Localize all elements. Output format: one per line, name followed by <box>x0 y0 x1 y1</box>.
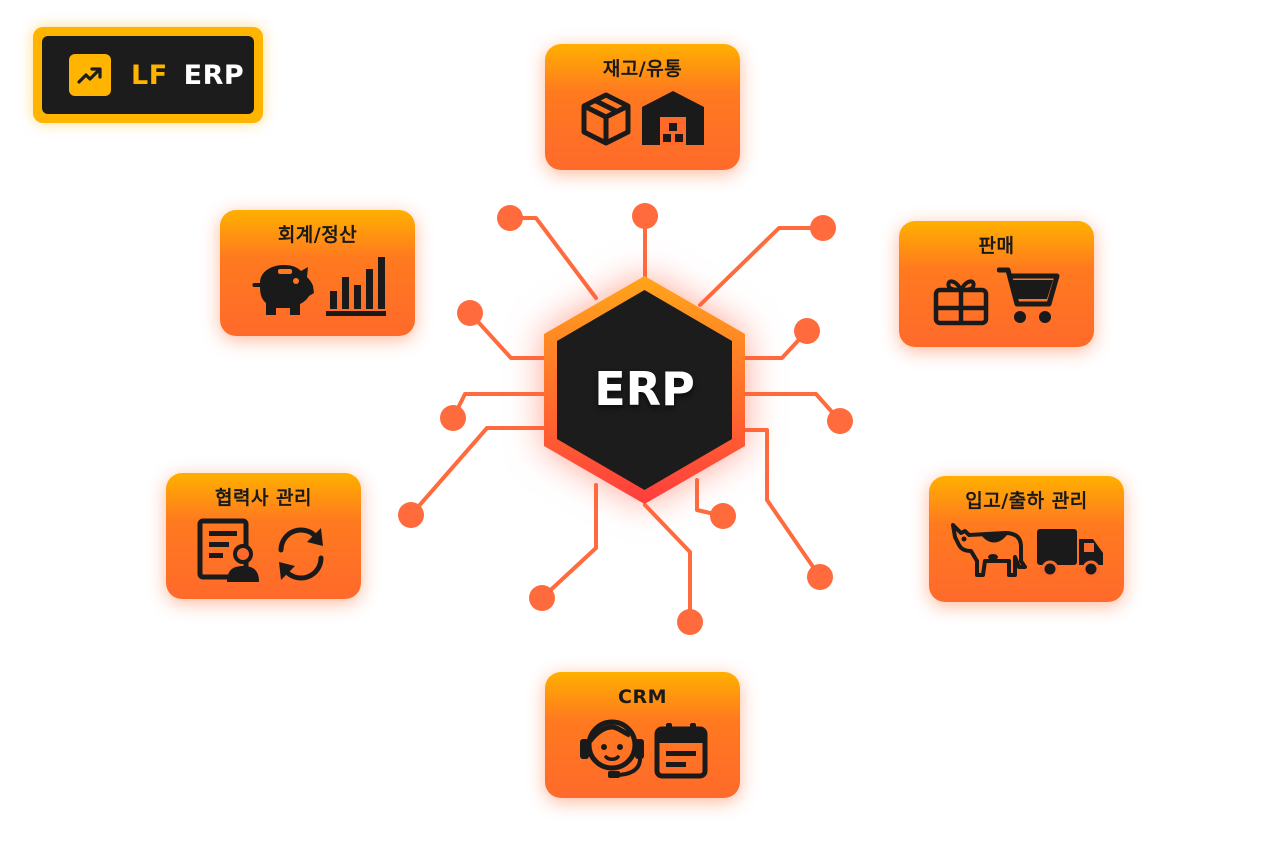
shopping-cart-icon <box>996 267 1059 323</box>
circuit-trace <box>540 483 598 600</box>
headset-agent-icon <box>579 719 644 778</box>
circuit-trace <box>698 226 825 307</box>
circuit-node <box>794 318 820 344</box>
warehouse-icon <box>641 91 704 145</box>
circuit-trace <box>409 426 547 517</box>
circuit-trace <box>468 311 550 360</box>
module-inventory[interactable]: 재고/유통 <box>545 44 740 170</box>
refresh-icon <box>278 527 323 581</box>
module-title: 입고/출하 관리 <box>965 490 1088 512</box>
delivery-truck-icon <box>1036 529 1103 578</box>
module-title: 재고/유통 <box>602 58 683 80</box>
module-title: 협력사 관리 <box>214 487 312 509</box>
circuit-trace <box>451 392 547 420</box>
circuit-node <box>632 203 658 229</box>
logo-lf-text: LF <box>131 59 168 91</box>
contract-icon <box>197 518 259 582</box>
piggy-bank-icon <box>252 265 314 315</box>
erp-hub <box>544 276 745 504</box>
circuit-node <box>807 564 833 590</box>
circuit-node <box>677 609 703 635</box>
circuit-trace <box>743 392 842 423</box>
logo-erp-text: ERP <box>183 59 245 91</box>
circuit-node <box>497 205 523 231</box>
trending-up-icon <box>69 54 111 96</box>
circuit-node <box>810 215 836 241</box>
gift-card-icon <box>933 279 988 326</box>
circuit-node <box>457 300 483 326</box>
circuit-trace <box>743 428 822 579</box>
circuit-node <box>710 503 736 529</box>
module-sales[interactable]: 판매 <box>899 221 1094 347</box>
cow-icon <box>950 523 1027 577</box>
brand-logo: LF ERP <box>33 27 263 123</box>
circuit-node <box>398 502 424 528</box>
circuit-trace <box>643 503 692 624</box>
module-partners[interactable]: 협력사 관리 <box>166 473 361 599</box>
bar-chart-icon <box>325 257 386 316</box>
module-accounting[interactable]: 회계/정산 <box>220 210 415 336</box>
box-icon <box>581 92 630 146</box>
circuit-node <box>529 585 555 611</box>
module-title: 판매 <box>978 235 1015 257</box>
circuit-node <box>440 405 466 431</box>
calendar-icon <box>654 723 707 779</box>
module-crm[interactable]: CRM <box>545 672 740 798</box>
circuit-node <box>827 408 853 434</box>
module-logistics[interactable]: 입고/출하 관리 <box>929 476 1124 602</box>
hub-label: ERP <box>594 362 695 416</box>
module-title: CRM <box>618 686 667 708</box>
module-title: 회계/정산 <box>277 224 358 246</box>
logo-inner: LF ERP <box>42 36 254 114</box>
